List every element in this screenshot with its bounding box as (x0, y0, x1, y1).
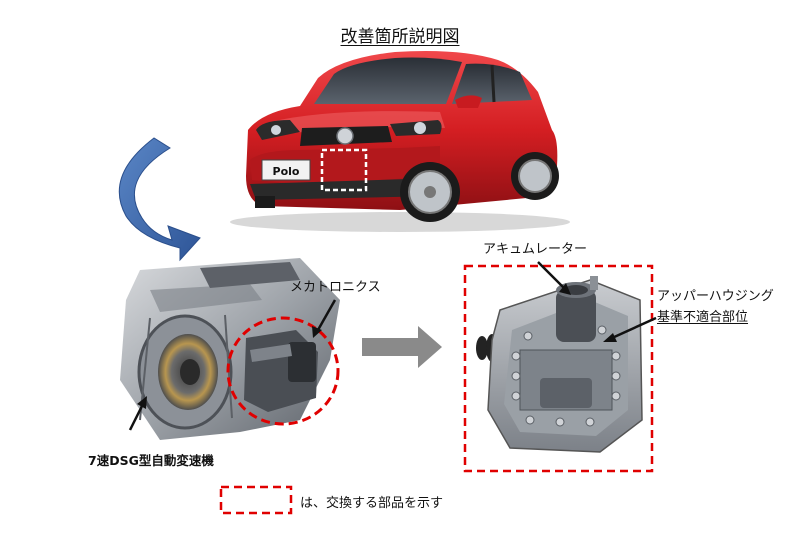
legend-text: は、交換する部品を示す (300, 496, 444, 511)
front-right-wheel (400, 162, 460, 222)
nonconforming-part-label: 基準不適合部位 (657, 310, 749, 325)
legend-swatch (219, 485, 293, 515)
license-plate-text: Polo (273, 165, 300, 178)
right-arrow-icon (362, 326, 442, 368)
transmission-label: 7速DSG型自動変速機 (88, 453, 214, 468)
accumulator-pointer-arrow (537, 261, 565, 289)
mechatronics-highlight-circle (226, 316, 340, 426)
upper-housing-label: アッパーハウジング (657, 289, 774, 304)
valve-body-illustration (476, 276, 643, 453)
mechatronics-pointer-arrow (316, 299, 337, 331)
transmission-pointer-arrow (128, 403, 145, 431)
curved-arrow-icon (118, 137, 201, 262)
upper-housing-pointer-arrow (611, 316, 657, 340)
page-title: 改善箇所説明図 (340, 27, 460, 47)
accumulator-label: アキュムレーター (483, 242, 588, 257)
valve-body-highlight-box (463, 264, 654, 473)
car-illustration: Polo (230, 51, 570, 232)
rear-right-wheel (511, 152, 559, 200)
mechatronics-label: メカトロニクス (290, 280, 381, 295)
location-indicator-box (320, 148, 368, 192)
transmission-illustration (120, 258, 340, 440)
license-plate (261, 159, 311, 181)
